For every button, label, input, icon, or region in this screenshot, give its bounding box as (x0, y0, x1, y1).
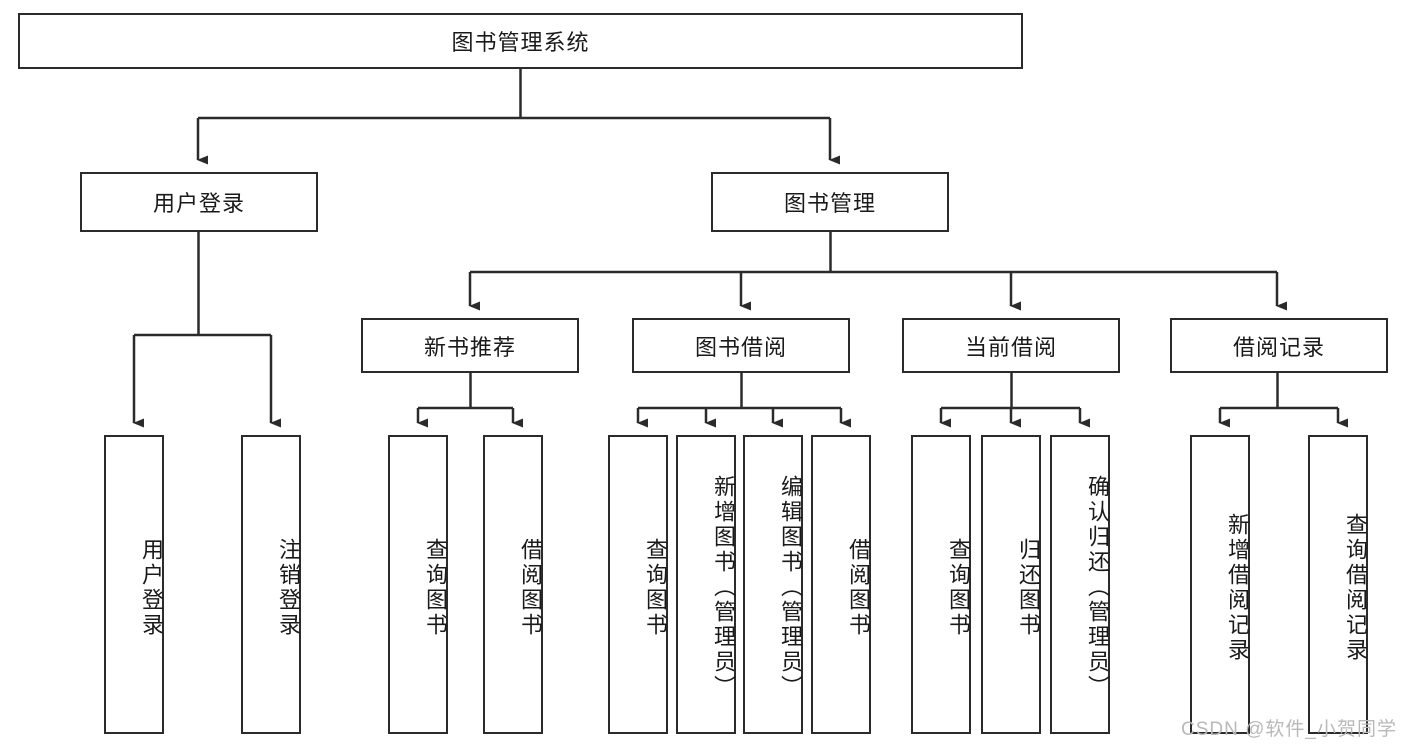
node-label: 借阅图书 (846, 537, 871, 638)
leaf-edit-book-admin[interactable]: 编辑图书（管理员） (743, 435, 803, 734)
node-label: 当前借阅 (964, 334, 1057, 360)
node-label: 新书推荐 (423, 334, 516, 360)
node-borrow-records[interactable]: 借阅记录 (1170, 318, 1388, 373)
leaf-user-login[interactable]: 用户登录 (104, 435, 164, 734)
node-label: 归还图书 (1016, 537, 1041, 638)
leaf-add-book-admin[interactable]: 新增图书（管理员） (676, 435, 736, 734)
node-label: 图书借阅 (694, 334, 787, 360)
leaf-borrow-book-newbook[interactable]: 借阅图书 (483, 435, 543, 734)
node-label: 查询图书 (946, 537, 971, 638)
node-book-borrow[interactable]: 图书借阅 (632, 318, 850, 373)
node-user-login[interactable]: 用户登录 (80, 172, 318, 232)
leaf-confirm-return-admin[interactable]: 确认归还（管理员） (1050, 435, 1110, 734)
leaf-borrow-book[interactable]: 借阅图书 (811, 435, 871, 734)
node-label: 借阅记录 (1232, 334, 1325, 360)
node-label: 借阅图书 (518, 537, 543, 638)
leaf-query-book-newbook[interactable]: 查询图书 (388, 435, 448, 734)
node-current-borrow[interactable]: 当前借阅 (902, 318, 1120, 373)
node-label: 注销登录 (276, 537, 301, 638)
leaf-add-borrow-record[interactable]: 新增借阅记录 (1190, 435, 1250, 734)
node-label: 用户登录 (139, 537, 164, 638)
node-label: 编辑图书（管理员） (778, 475, 803, 700)
node-root-system[interactable]: 图书管理系统 (18, 13, 1023, 69)
node-book-management[interactable]: 图书管理 (711, 172, 949, 232)
leaf-query-borrow-record[interactable]: 查询借阅记录 (1308, 435, 1368, 734)
leaf-user-logout[interactable]: 注销登录 (241, 435, 301, 734)
leaf-query-book-current[interactable]: 查询图书 (911, 435, 971, 734)
node-label: 新增借阅记录 (1225, 512, 1250, 663)
leaf-return-book[interactable]: 归还图书 (981, 435, 1041, 734)
node-label: 图书管理 (783, 191, 876, 216)
node-new-book-recommend[interactable]: 新书推荐 (361, 318, 579, 373)
node-label: 查询借阅记录 (1343, 512, 1368, 663)
node-label: 新增图书（管理员） (711, 475, 736, 700)
node-label: 用户登录 (152, 191, 245, 216)
leaf-query-book-borrow[interactable]: 查询图书 (608, 435, 668, 734)
node-label: 确认归还（管理员） (1085, 475, 1110, 700)
node-label: 查询图书 (643, 537, 668, 638)
csdn-watermark: CSDN @软件_小贺同学 (1181, 719, 1397, 740)
node-label: 图书管理系统 (451, 30, 590, 55)
node-label: 查询图书 (423, 537, 448, 638)
